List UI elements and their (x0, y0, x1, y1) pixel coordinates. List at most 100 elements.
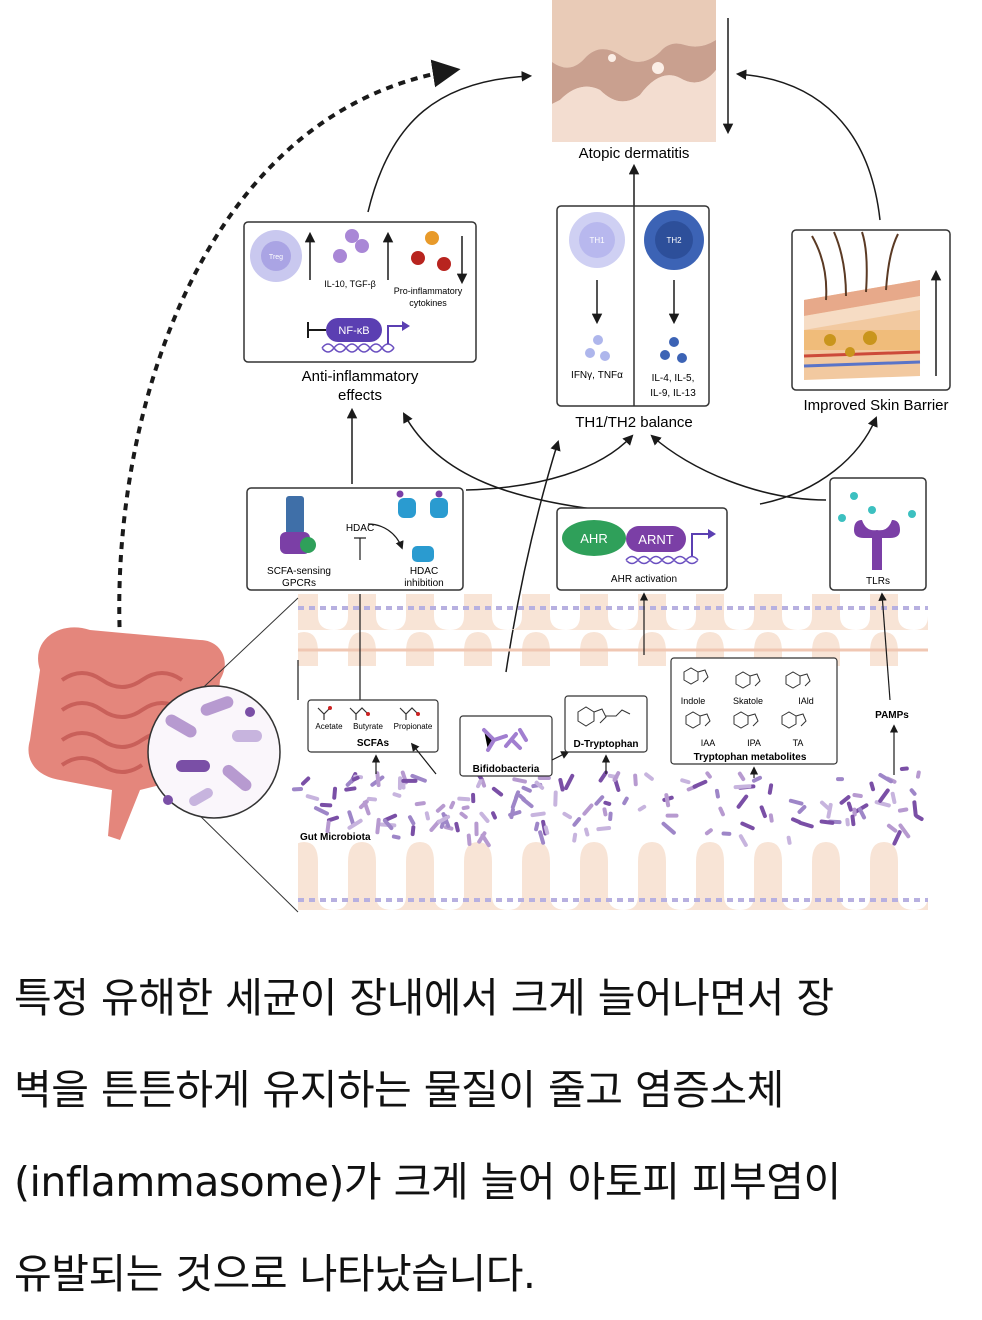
bacterium (319, 802, 333, 808)
gpcr-label-2: GPCRs (282, 578, 316, 589)
arrow-tlr-to-th (650, 434, 827, 501)
bacterium (410, 773, 427, 783)
bacterium (759, 805, 767, 819)
bacterium (736, 794, 749, 809)
bifidobacteria-box: Bifidobacteria (459, 715, 553, 777)
d-tryptophan-box: D-Tryptophan (564, 695, 648, 753)
anti-inflammatory-title-1: Anti-inflammatory (302, 368, 419, 385)
th1-cell-label: TH1 (589, 236, 605, 245)
hdac-enzyme-icon (398, 498, 416, 518)
bacterium (857, 807, 867, 820)
arrow-anti-to-skin (367, 71, 533, 213)
hdac-inhibition-label-1: HDAC (410, 566, 438, 577)
bacterium (912, 800, 918, 817)
bacterium (366, 796, 378, 802)
arnt-label: ARNT (638, 532, 673, 547)
bacterium (767, 783, 774, 795)
anti-inflammatory-title-2: effects (338, 387, 382, 404)
bacterium (347, 810, 356, 827)
intestinal-wall-upper (298, 594, 928, 666)
pamps-label: PAMPs (875, 710, 909, 721)
bacterium (491, 786, 504, 797)
bacterium (410, 825, 416, 837)
ta-label: TA (793, 738, 804, 748)
bacterium (733, 784, 752, 790)
atopic-dermatitis-label: Atopic dermatitis (579, 145, 690, 162)
bacterium (466, 833, 472, 846)
bacterium (846, 801, 853, 812)
bacterium (449, 800, 456, 810)
bacterium (878, 772, 893, 784)
bacterium (325, 820, 331, 834)
gut-microbiota-label: Gut Microbiota (300, 832, 371, 843)
bacterium (692, 779, 708, 789)
caption-line-2: 벽을 튼튼하게 유지하는 물질이 줄고 염증소체 (14, 1066, 784, 1114)
bacterium (914, 814, 924, 821)
bacterium (572, 817, 582, 827)
bacterium (852, 807, 857, 817)
propionate-label: Propionate (394, 722, 433, 731)
bacterium (534, 780, 545, 790)
indole-label: Indole (681, 696, 706, 706)
bacterium (874, 800, 891, 808)
th2-cell-label: TH2 (666, 236, 682, 245)
bacterium (521, 797, 534, 809)
bacterium (603, 800, 612, 806)
bacterium (714, 788, 720, 799)
arrow-ahr-to-anti (402, 412, 601, 511)
tlr-receptor-icon (854, 520, 900, 570)
bacterium (362, 800, 371, 816)
ahr-protein-icon (562, 520, 626, 556)
bacterium (521, 785, 532, 793)
bacterium (797, 805, 807, 814)
bacterium (598, 770, 608, 783)
figure-diagram: Atopic dermatitis Treg IL-10, TGF-β Pro-… (28, 0, 951, 913)
bacterium (788, 798, 804, 806)
bacterium (344, 786, 357, 792)
ipa-label: IPA (747, 738, 761, 748)
bacterium (424, 811, 430, 821)
bacterium (562, 811, 573, 820)
bacterium (572, 832, 578, 843)
bacterium (899, 766, 909, 771)
bacterium (852, 793, 863, 799)
bacterium (869, 781, 876, 792)
bacterium (480, 833, 491, 848)
bacterium (886, 823, 898, 833)
bacterium (584, 827, 590, 837)
bacterium (530, 811, 546, 818)
tlr-box: TLRs (829, 477, 927, 591)
bacterium (892, 830, 902, 846)
iald-label: IAld (798, 696, 814, 706)
bacterium (751, 775, 763, 783)
bacterium (704, 828, 713, 836)
bacterium (534, 821, 540, 832)
hdac-inhibition-label-2: inhibition (404, 578, 443, 589)
butyrate-label: Butyrate (353, 722, 383, 731)
bacterium (819, 800, 831, 811)
caption-text: 특정 유해한 세균이 장내에서 크게 늘어나면서 장 벽을 튼튼하게 유지하는 … (14, 952, 969, 1320)
bacterium (401, 778, 418, 783)
bacterium (564, 773, 575, 791)
arrow-dashed-gut-to-skin (117, 59, 461, 641)
bacterium (826, 802, 833, 819)
bacterium (558, 777, 565, 792)
gpcr-label-1: SCFA-sensing (267, 566, 331, 577)
il10-label: IL-10, TGF-β (324, 279, 376, 289)
proinflammatory-cytokine-icon (425, 231, 439, 245)
gut-microbiota-field (291, 766, 924, 848)
bacterium (392, 792, 402, 798)
bacterium (737, 771, 746, 782)
bacterium (459, 811, 468, 820)
bacterium (768, 813, 774, 823)
bacterium (819, 819, 835, 825)
magnifier-circle (147, 685, 281, 819)
bacterium (850, 814, 856, 827)
bacterium (633, 773, 638, 787)
bacterium (375, 771, 381, 788)
bacterium (471, 792, 476, 804)
bacterium (491, 811, 497, 820)
intestine-organ-icon (28, 627, 225, 840)
arrow-barrier-to-skin (735, 69, 881, 221)
gpcr-hdac-box: SCFA-sensing GPCRs HDAC HDAC inhibition (246, 487, 464, 591)
